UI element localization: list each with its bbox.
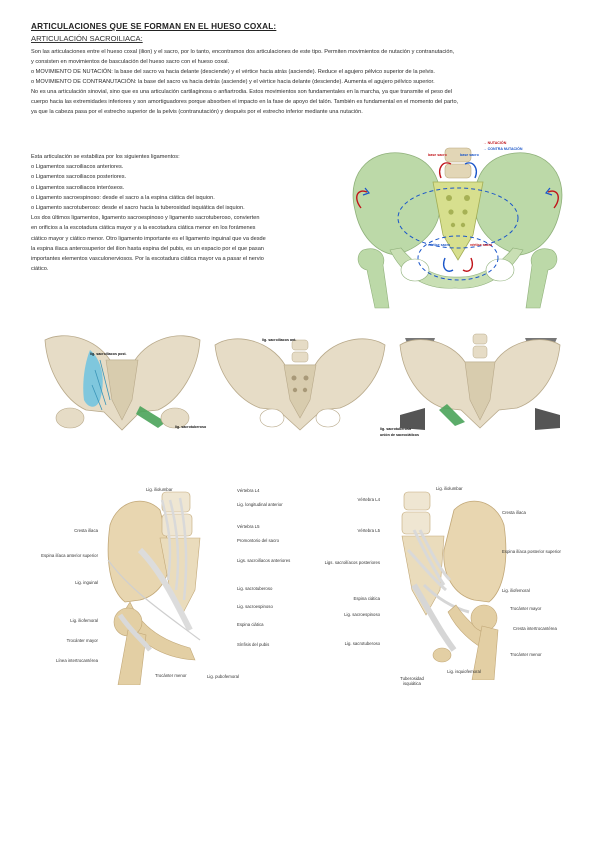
posterior-label-right: Lig. iliofemoral bbox=[502, 588, 530, 593]
annotation-apex-right: vértice sacro bbox=[470, 243, 493, 247]
anterior-label-right: Lig. sacroespinoso bbox=[237, 604, 273, 609]
pelvis-nutation-figure bbox=[345, 140, 570, 310]
annotation-apex-left: vértice sacro bbox=[428, 243, 451, 247]
anterior-label-right: Lig. sacrotuberoso bbox=[237, 586, 273, 591]
posterior-label-bottom: Lig. isquiofemoral bbox=[447, 669, 481, 674]
row2-fig3-bottom-annotation-2: unión de sacrociáticos bbox=[380, 433, 419, 437]
legend-nutation: → NUTACIÓN bbox=[483, 141, 507, 145]
anterior-label-right: Vértebra L5 bbox=[237, 524, 260, 529]
pelvis-posterior-view bbox=[40, 330, 205, 440]
annotation-base-right: base sacro bbox=[460, 153, 479, 157]
intro-line: o MOVIMIENTO DE NUTACIÓN: la base del sa… bbox=[31, 69, 435, 75]
pelvis-anterior-view bbox=[210, 330, 390, 440]
anterior-label-left: Línea intertrocantérea bbox=[55, 658, 98, 663]
row2-fig2-top-annotation: lig. sacroilíacos ant. bbox=[262, 338, 297, 342]
row2-fig1-top-annotation: lig. sacroilíacos post. bbox=[90, 352, 127, 356]
row2-fig1-bottom-annotation: lig. sacrotuberoso bbox=[175, 425, 207, 429]
ligaments-paragraph: Esta articulación se estabiliza por los … bbox=[31, 152, 331, 274]
posterior-label-bottom: Tuberosidad isquiática bbox=[400, 676, 424, 686]
ligaments-line: o Ligamentos sacroiliacos posteriores. bbox=[31, 174, 127, 181]
anterior-label-top: Lig. iliolumbar bbox=[146, 487, 173, 492]
posterior-label-right: Espina ilíaca posterior superior bbox=[502, 549, 561, 554]
ligaments-line: importantes elementos vasculonerviosos. … bbox=[31, 256, 264, 263]
anterior-label-right: Promontorio del sacro bbox=[237, 538, 280, 543]
posterior-label-right: Cresta ilíaca bbox=[502, 510, 526, 515]
intro-line: y consisten en movimientos de basculació… bbox=[31, 59, 230, 65]
ligaments-line: ciático. bbox=[31, 266, 49, 273]
anterior-label-right: Ligs. sacroilíacos anteriores bbox=[237, 558, 291, 563]
posterior-label-top: Lig. iliolumbar bbox=[436, 486, 463, 491]
posterior-label-left: Espina ciática bbox=[353, 596, 380, 601]
anterior-ligaments-figure bbox=[100, 490, 235, 685]
anterior-label-bottom: Trocánter menor bbox=[155, 673, 187, 678]
ligaments-line: Los dos últimos ligamentos, ligamento sa… bbox=[31, 215, 260, 222]
posterior-label-left: Lig. sacrotuberoso bbox=[344, 641, 380, 646]
annotation-base-left: base sacro bbox=[428, 153, 447, 157]
anterior-label-right: Espina ciática bbox=[237, 622, 264, 627]
posterior-label-left: Lig. sacroespinoso bbox=[344, 612, 380, 617]
posterior-label-right: Trocánter mayor bbox=[510, 606, 542, 611]
posterior-label-left: Vértebra L4 bbox=[357, 497, 380, 502]
row2-fig3-bottom-annotation-1: lig. sacrotuberoso bbox=[380, 427, 412, 431]
intro-line: o MOVIMIENTO DE CONTRANUTACIÓN: la base … bbox=[31, 79, 435, 85]
anterior-label-left: Espina ilíaca anterior superior bbox=[41, 553, 98, 558]
ligaments-line: en orificios a la escotadura ciática may… bbox=[31, 225, 256, 232]
posterior-ligaments-figure bbox=[384, 490, 514, 680]
ligaments-line: la espina iliaca anterosuperior del ilio… bbox=[31, 245, 264, 252]
posterior-label-right: Cresta intertrocantérea bbox=[513, 626, 557, 631]
legend-contranutation: → CONTRA NUTACIÓN bbox=[483, 147, 523, 151]
intro-paragraph: Son las articulaciones entre el hueso co… bbox=[31, 47, 571, 117]
anterior-label-left: Lig. inguinal bbox=[75, 580, 98, 585]
ligaments-line: o Ligamento sacroespinoso: desde el sacr… bbox=[31, 194, 215, 201]
anterior-label-left: Trocánter mayor bbox=[66, 638, 98, 643]
posterior-label-left: Ligs. sacroilíacos posteriores bbox=[324, 560, 380, 565]
intro-line: No es una articulación sinovial, sino qu… bbox=[31, 89, 453, 95]
section-subtitle: ARTICULACIÓN SACROILIACA: bbox=[31, 34, 143, 43]
anterior-label-left: Cresta ilíaca bbox=[74, 528, 98, 533]
anterior-label-right: Vértebra L4 bbox=[237, 488, 260, 493]
ligaments-line: o Ligamento sacrotuberoso: desde el sacr… bbox=[31, 205, 245, 212]
posterior-label-left: Vértebra L5 bbox=[357, 528, 380, 533]
ligaments-line: o Ligamentos sacroiliacos anteriores. bbox=[31, 164, 124, 171]
posterior-label-right: Trocánter menor bbox=[510, 652, 542, 657]
anterior-label-right: Lig. longitudinal anterior bbox=[237, 502, 283, 507]
pelvis-posterior-view-2 bbox=[395, 330, 565, 440]
intro-line: cuerpo hacia las extremidades inferiores… bbox=[31, 99, 459, 105]
anterior-label-bottom: Lig. pubofemoral bbox=[207, 674, 240, 679]
page-title: ARTICULACIONES QUE SE FORMAN EN EL HUESO… bbox=[31, 22, 277, 31]
ligaments-line: Esta articulación se estabiliza por los … bbox=[31, 154, 180, 160]
ligaments-line: o Ligamentos sacroiliacos interóseos. bbox=[31, 184, 125, 191]
anterior-label-left: Lig. iliofemoral bbox=[70, 618, 98, 623]
intro-line: Son las articulaciones entre el hueso co… bbox=[31, 49, 455, 55]
intro-line: ya que la cabeza pasa por el estrecho su… bbox=[31, 109, 363, 115]
ligaments-line: ciático mayor y ciático menor. Otro liga… bbox=[31, 235, 266, 242]
anterior-label-right: Sínfisis del pubis bbox=[237, 642, 270, 647]
